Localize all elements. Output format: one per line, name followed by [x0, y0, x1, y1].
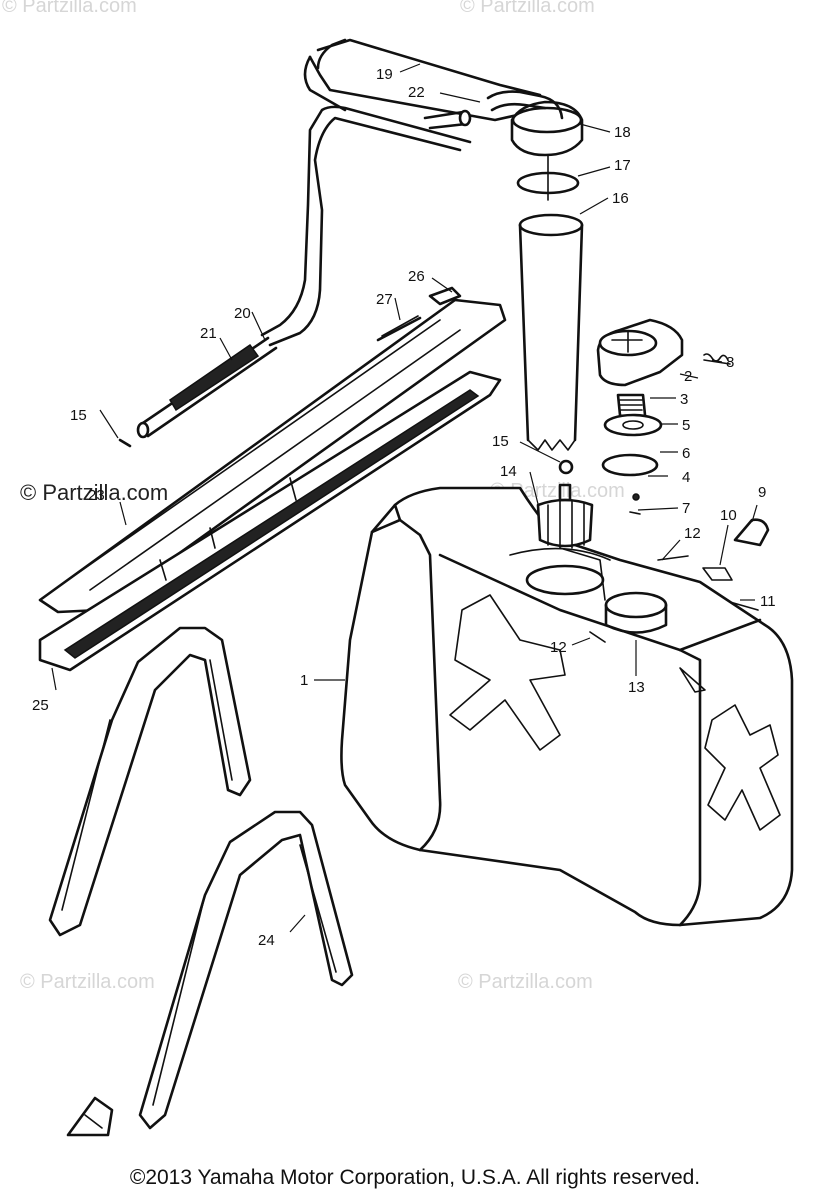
leader-lines: [51, 63, 758, 933]
fuel-filter: [118, 438, 594, 549]
watermark-mid-left: © Partzilla.com: [20, 480, 168, 505]
callout-9: 9: [758, 484, 766, 501]
callout-2: 2: [684, 368, 692, 385]
callout-26: 26: [408, 268, 425, 285]
callout-12-lower: 12: [550, 639, 567, 656]
callout-21: 21: [200, 325, 217, 342]
callout-20: 20: [234, 305, 251, 322]
tank-straps: [48, 626, 354, 1137]
vent-spring-pipe: [136, 336, 278, 439]
watermark-top-right: © Partzilla.com: [460, 0, 595, 17]
callout-10: 10: [720, 507, 737, 524]
callout-14: 14: [500, 463, 517, 480]
callout-13: 13: [628, 679, 645, 696]
callout-1: 1: [300, 672, 308, 689]
callout-27: 27: [376, 291, 393, 308]
callout-4: 4: [682, 469, 690, 486]
copyright-notice: ©2013 Yamaha Motor Corporation, U.S.A. A…: [129, 1166, 701, 1189]
callout-23: 23: [88, 487, 105, 504]
watermark-top-left: © Partzilla.com: [2, 0, 137, 17]
watermark-bottom-right: © Partzilla.com: [458, 971, 593, 993]
callout-24: 24: [258, 932, 275, 949]
callout-11: 11: [760, 593, 776, 610]
callout-16: 16: [612, 190, 629, 207]
callout-22: 22: [408, 84, 425, 101]
callout-15-right: 15: [492, 433, 509, 450]
vent-hose: [260, 38, 542, 347]
gauge-unit: [486, 90, 584, 451]
fuel-tank: [340, 486, 794, 927]
callout-8: 8: [726, 354, 734, 371]
fuel-cap-assembly: [596, 318, 731, 515]
callout-6: 6: [682, 445, 690, 462]
callout-3: 3: [680, 391, 688, 408]
hold-down-rails: [38, 286, 507, 672]
callout-19: 19: [376, 66, 393, 83]
callout-labels: 1 2 3 4 5 6 7 8 9 10 11 12 12 13 14 15 1…: [32, 66, 776, 949]
callout-7: 7: [682, 500, 690, 517]
callout-15-left: 15: [70, 407, 87, 424]
callout-18: 18: [614, 124, 631, 141]
watermark-bottom-left: © Partzilla.com: [20, 971, 155, 993]
callout-17: 17: [614, 157, 631, 174]
callout-5: 5: [682, 417, 690, 434]
callout-12-upper: 12: [684, 525, 701, 542]
callout-25: 25: [32, 697, 49, 714]
